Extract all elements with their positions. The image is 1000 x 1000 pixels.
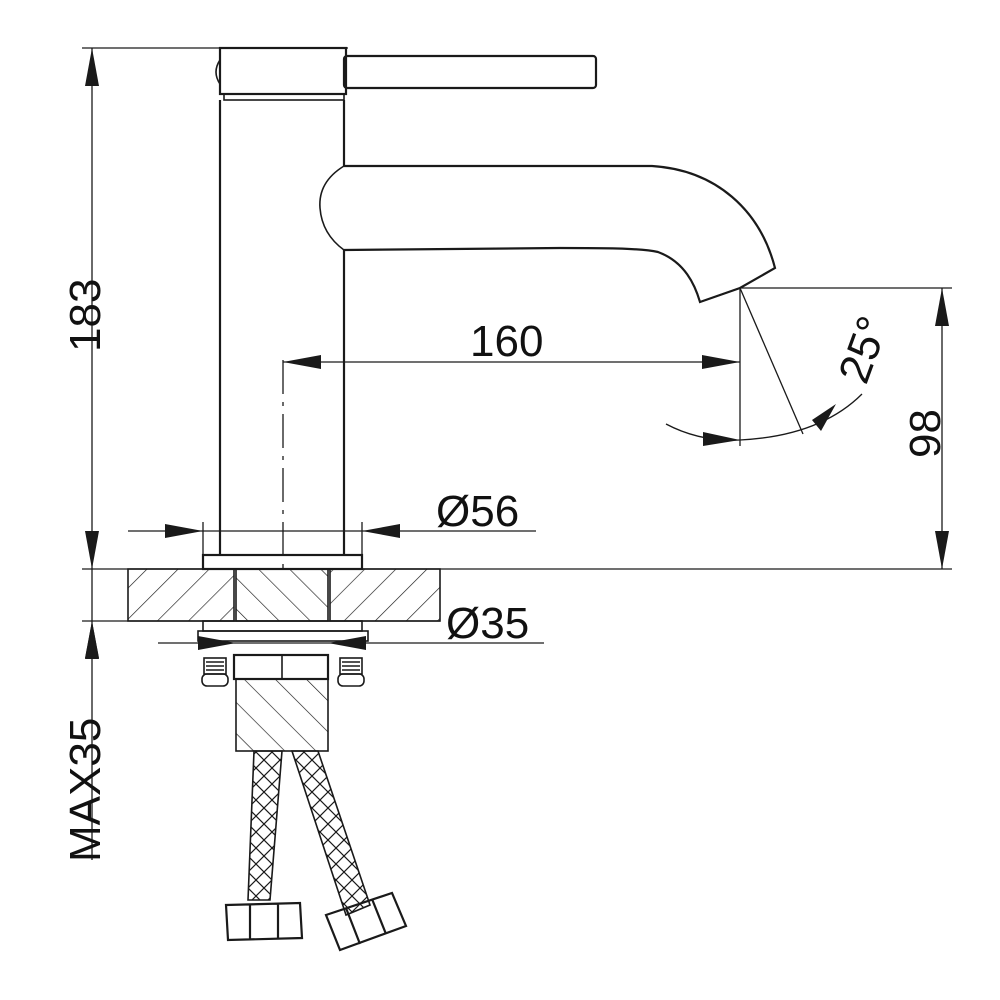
dim-label-dia56: Ø56 (436, 487, 519, 536)
dim-label-max35: MAX35 (61, 718, 110, 862)
dimension-total-height: 183 (61, 47, 348, 569)
dimension-spout-angle: 25° (665, 287, 898, 446)
deck-center (235, 568, 329, 622)
dim-label-25deg: 25° (829, 310, 898, 389)
fixing-nut (232, 653, 330, 681)
dimension-spout-reach: 160 (283, 288, 741, 446)
faucet-column (218, 100, 346, 555)
spout-joint-curve (319, 165, 345, 251)
spout-tip (699, 287, 741, 303)
spout (343, 164, 777, 304)
thread-shank (202, 620, 363, 632)
deck-right (329, 568, 441, 622)
handle-cap (218, 46, 348, 96)
dim-label-98: 98 (901, 409, 950, 458)
left-hose-nut (224, 901, 304, 942)
dimension-base-diameter: Ø56 (128, 487, 536, 555)
washer (197, 630, 369, 642)
handle-cap-knob (215, 59, 221, 85)
dim-label-dia35: Ø35 (446, 599, 529, 648)
lever-handle (342, 54, 598, 90)
dim-label-160: 160 (470, 317, 543, 366)
dimension-max-deck: MAX35 (61, 569, 110, 862)
dim-label-183: 183 (61, 279, 110, 352)
threaded-tube (235, 678, 329, 752)
left-hose (247, 750, 283, 901)
dimension-spout-height: 98 (740, 287, 952, 569)
flexible-hoses (224, 750, 408, 952)
deck-left (127, 568, 235, 622)
left-stud (201, 657, 229, 687)
dimension-thread-diameter: Ø35 (158, 599, 544, 650)
deck-section (82, 568, 952, 622)
right-hose (290, 750, 371, 917)
right-stud (337, 657, 365, 687)
right-hose-nut (324, 891, 408, 952)
handle-cap-ring (223, 93, 345, 101)
